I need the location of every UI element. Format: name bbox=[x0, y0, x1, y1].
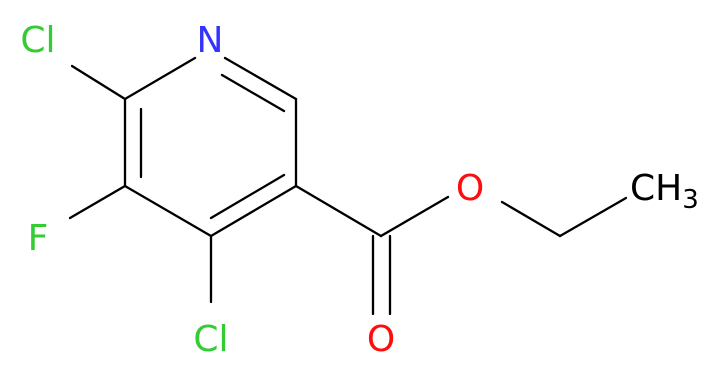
bond-ccarbonyl-o-single bbox=[379, 195, 450, 238]
atom-label-n: N bbox=[197, 20, 224, 61]
atom-label-o-carbonyl: O bbox=[367, 319, 395, 360]
ch3-subscript: 3 bbox=[682, 185, 699, 215]
bond-c3-c4-inner bbox=[209, 173, 286, 220]
bond-ch2-ch3 bbox=[558, 196, 628, 238]
bond-c3-c4 bbox=[209, 184, 298, 238]
bond-c5-f bbox=[68, 184, 127, 220]
bond-c3-ccarbonyl bbox=[294, 184, 383, 238]
bond-c4-c5 bbox=[123, 184, 213, 238]
atom-label-cl-bottom: Cl bbox=[193, 319, 228, 360]
atom-label-cl-top: Cl bbox=[20, 20, 55, 61]
atom-label-o-ester: O bbox=[456, 168, 484, 209]
atom-label-f: F bbox=[28, 218, 49, 259]
atom-label-ch3: CH3 bbox=[630, 168, 699, 215]
ch3-text: CH bbox=[630, 168, 682, 209]
bond-o-ch2 bbox=[500, 200, 562, 238]
bond-c6-n bbox=[123, 56, 197, 101]
bond-c6-cl bbox=[70, 64, 127, 101]
bond-n-c2-inner bbox=[220, 73, 286, 113]
bond-n-c2 bbox=[223, 56, 298, 101]
